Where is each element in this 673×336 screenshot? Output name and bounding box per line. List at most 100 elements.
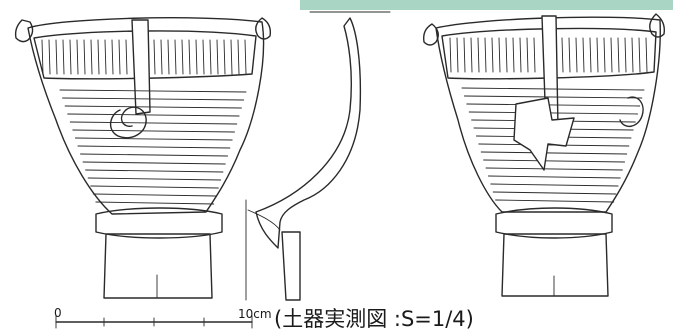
rib-line (48, 39, 51, 75)
rib-line (244, 39, 247, 75)
groove-line (485, 167, 623, 171)
rib-line (638, 37, 641, 73)
rib-line (202, 39, 205, 75)
groove-line (495, 199, 615, 203)
rib-line (216, 39, 219, 75)
rib-line (174, 39, 177, 75)
groove-line (82, 161, 226, 165)
rib-line (561, 37, 564, 73)
vessel-back-outline (435, 16, 661, 213)
vessel-section-profile (245, 17, 362, 301)
rib-line (596, 37, 599, 73)
rim-knob-left (14, 19, 34, 43)
groove-line (64, 105, 242, 109)
body-grooves (59, 89, 247, 205)
groove-line (85, 169, 224, 173)
rim-knob-right-back (649, 13, 666, 38)
rib-line (97, 39, 100, 75)
rib-line (512, 37, 515, 73)
groove-line (92, 193, 217, 197)
rib-line (631, 37, 634, 73)
rib-line (477, 37, 480, 73)
scale-label-start: 0 (54, 306, 62, 320)
rib-line (90, 39, 93, 75)
groove-line (74, 137, 233, 141)
rib-line (617, 37, 620, 73)
rib-line (533, 37, 536, 73)
rib-line (62, 39, 65, 75)
groove-line (80, 153, 229, 157)
rib-line (83, 39, 86, 75)
rib-line (603, 37, 606, 73)
rib-line (568, 37, 571, 73)
vessel-front-view (14, 17, 272, 299)
groove-line (492, 191, 617, 195)
header-accent-bar (300, 0, 673, 10)
upper-band-ribs (41, 39, 247, 75)
rib-line (188, 39, 191, 75)
groove-line (483, 159, 626, 163)
waist-band-back (495, 207, 613, 239)
spiral-ornament (110, 106, 147, 139)
groove-line (461, 87, 645, 91)
rib-line (237, 39, 240, 75)
rib-line (41, 39, 44, 75)
rib-line (463, 37, 466, 73)
groove-line (62, 97, 245, 101)
rib-line (645, 37, 648, 73)
vessel-foot-back (501, 233, 609, 297)
rib-line (125, 39, 128, 75)
rib-line (76, 39, 79, 75)
rib-line (449, 37, 452, 73)
rib-line (181, 39, 184, 75)
groove-line (67, 113, 240, 117)
groove-line (480, 151, 628, 155)
section-profile-wall (255, 17, 362, 249)
groove-line (490, 183, 619, 187)
rib-line (195, 39, 198, 75)
rib-line (589, 37, 592, 73)
scale-label-end: 10cm (238, 307, 272, 321)
vessel-foot (103, 233, 213, 299)
rib-line (230, 39, 233, 75)
vessel-back-view (422, 13, 666, 297)
rib-line (582, 37, 585, 73)
rib-line (505, 37, 508, 73)
rib-line (519, 37, 522, 73)
groove-line (90, 185, 219, 189)
rib-line (118, 39, 121, 75)
groove-line (466, 103, 641, 107)
rib-line (160, 39, 163, 75)
rib-line (209, 39, 212, 75)
rib-line (470, 37, 473, 73)
vertical-strap (131, 19, 151, 115)
scale-bar (55, 315, 253, 329)
rib-line (69, 39, 72, 75)
upper-band-back (441, 27, 657, 80)
groove-line (487, 175, 621, 179)
upper-band (33, 30, 257, 80)
rib-line (456, 37, 459, 73)
rib-line (624, 37, 627, 73)
rib-line (575, 37, 578, 73)
groove-line (72, 129, 235, 133)
groove-line (87, 177, 222, 181)
rib-line (55, 39, 58, 75)
rib-line (498, 37, 501, 73)
rib-line (104, 39, 107, 75)
rib-line (153, 39, 156, 75)
groove-line (468, 111, 638, 115)
side-ornament-back (619, 96, 644, 127)
upper-band-ribs-back (449, 37, 648, 73)
vessel-body-outline (27, 17, 265, 215)
waist-band (95, 207, 223, 239)
section-inner-line (247, 209, 281, 231)
groove-line (69, 121, 238, 125)
figure-caption: (土器実測図 :S=1/4) (274, 307, 474, 331)
damaged-area (513, 97, 575, 171)
groove-line (59, 89, 247, 93)
rib-line (526, 37, 529, 73)
rib-line (491, 37, 494, 73)
